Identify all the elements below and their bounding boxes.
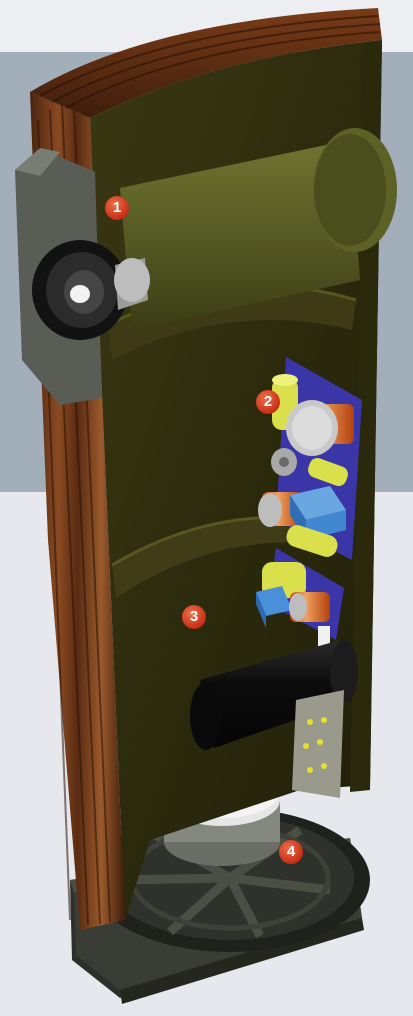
marker-4: [279, 840, 303, 864]
marker-2: [256, 390, 280, 414]
marker-1: [105, 196, 129, 220]
terminal-plate: [292, 690, 344, 798]
marker-3: [182, 605, 206, 629]
